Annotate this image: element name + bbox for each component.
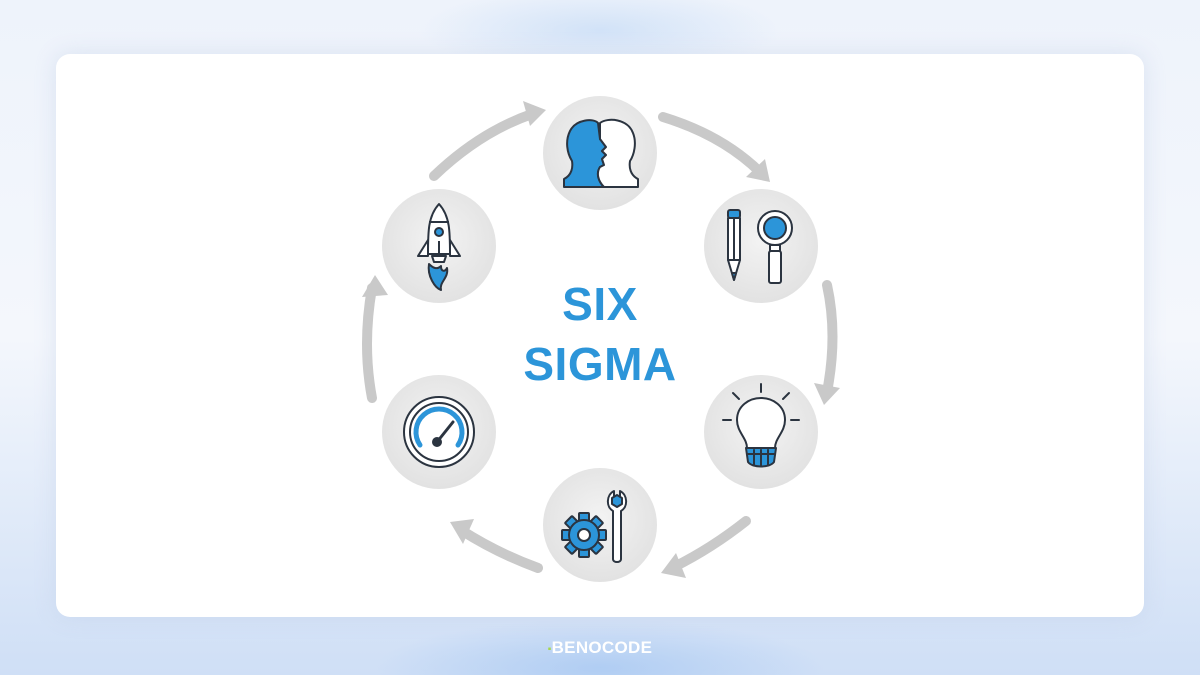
arrow-tools-to-bulb [822, 280, 838, 397]
brand-leaf-icon: ▪ [547, 644, 552, 655]
heads-icon [563, 118, 639, 188]
arrow-heads-to-tools [658, 112, 765, 177]
pencil-magnifier-icon [727, 209, 793, 284]
lightbulb-icon [722, 383, 800, 468]
arrow-heads [362, 101, 840, 578]
rocket-icon [417, 203, 461, 291]
diagram-title: SIX SIGMA [450, 274, 750, 394]
title-line-1: SIX [562, 278, 638, 330]
arrow-gauge-to-rocket [362, 283, 377, 403]
arrowhead-2 [746, 159, 770, 182]
footer-brand-logo: ▪BENOCODE [500, 638, 700, 658]
arrowhead-3 [814, 383, 840, 405]
arrowhead-6 [362, 275, 388, 297]
arrowhead-5 [450, 519, 474, 544]
arrow-gear-to-gauge [456, 525, 543, 573]
arrowhead-4 [661, 553, 686, 578]
arrowhead-1 [523, 101, 546, 126]
title-line-2: SIGMA [523, 338, 677, 390]
gear-wrench-icon [561, 490, 628, 563]
cycle-arrows [362, 109, 838, 573]
arrow-rocket-to-heads [429, 109, 537, 181]
brand-name: BENOCODE [551, 638, 653, 657]
arrow-bulb-to-gear [669, 516, 751, 572]
speedometer-icon [403, 396, 475, 468]
